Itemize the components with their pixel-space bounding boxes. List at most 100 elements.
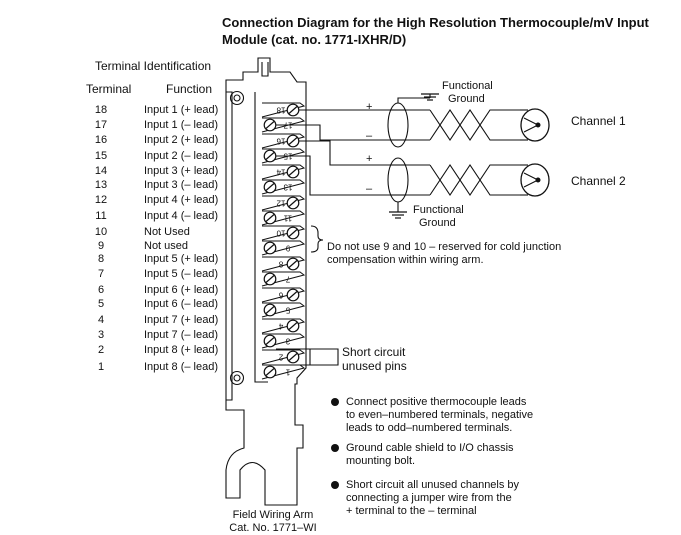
terminal-slot: [261, 333, 306, 349]
arm-terminal-number: 3: [285, 337, 290, 346]
terminal-slot: [261, 349, 306, 365]
terminal-column-header: Terminal: [86, 82, 132, 96]
terminal-screw-icon: [263, 272, 277, 286]
note-1-line3: leads to odd–numbered terminals.: [346, 422, 513, 434]
terminal-slot: [261, 164, 306, 180]
mounting-screw-bottom: [229, 370, 245, 386]
arm-terminal-number: 10: [276, 229, 285, 238]
arm-terminal-number: 18: [276, 106, 285, 115]
terminal-number: 16: [94, 134, 108, 146]
reserved-brace: [310, 225, 324, 253]
arm-terminal-number: 8: [278, 260, 283, 269]
terminal-slot: [261, 302, 306, 318]
note-2-line1: Ground cable shield to I/O chassis: [346, 442, 514, 454]
terminal-function: Input 8 (– lead): [144, 361, 218, 373]
bullet-icon: [331, 444, 339, 452]
cable-shield: [387, 157, 409, 203]
terminal-function: Input 5 (+ lead): [144, 253, 219, 265]
arm-terminal-number: 6: [278, 291, 283, 300]
caption-line1: Field Wiring Arm: [232, 509, 314, 521]
reserved-terminals-note: Do not use 9 and 10 – reserved for cold …: [327, 241, 561, 267]
functional-ground-bottom-line2: Ground: [419, 217, 456, 229]
terminal-slot: [261, 256, 306, 272]
note-3-line1: Short circuit all unused channels by: [346, 479, 520, 491]
terminal-slot: [261, 179, 306, 195]
channel-2-minus-sign: –: [366, 183, 373, 195]
arm-terminal-number: 2: [278, 353, 283, 362]
functional-ground-top-line1: Functional: [442, 80, 493, 92]
wiring-arm-top-tab: [261, 62, 269, 77]
channel-2-plus-sign: +: [366, 153, 373, 165]
wiring-arm-inner-panel: [254, 92, 268, 383]
terminal-slot: [261, 117, 306, 133]
twisted-pair-wire: [429, 109, 520, 141]
function-column-header: Function: [166, 82, 213, 96]
terminal-function: Input 6 (+ lead): [144, 284, 219, 296]
functional-ground-bottom-line1: Functional: [413, 204, 464, 216]
terminal-screw-icon: [263, 211, 277, 225]
terminal-function: Not Used: [144, 226, 190, 238]
terminal-function: Input 7 (– lead): [144, 329, 218, 341]
terminal-function: Input 3 (– lead): [144, 179, 218, 191]
terminal-screw-icon: [286, 196, 300, 210]
arm-terminal-number: 9: [285, 244, 290, 253]
arm-terminal-number: 1: [285, 368, 290, 377]
short-circuit-line2: unused pins: [342, 359, 407, 373]
arm-terminal-number: 14: [276, 168, 285, 177]
ground-icon: [389, 211, 407, 219]
note-2-line2: mounting bolt.: [346, 455, 416, 467]
terminal-slot: [261, 271, 306, 287]
wiring-arm-caption: Field Wiring Arm Cat. No. 1771–WI: [218, 509, 328, 535]
terminal-screw-icon: [263, 334, 277, 348]
terminal-slot: [261, 102, 306, 118]
terminal-number: 5: [97, 298, 105, 310]
terminal-number: 3: [97, 329, 105, 341]
terminal-slot: [261, 210, 306, 226]
terminal-screw-icon: [286, 165, 300, 179]
wiring-arm-body: [225, 57, 307, 506]
terminal-number: 6: [97, 284, 105, 296]
terminal-screw-icon: [286, 257, 300, 271]
terminal-function: Input 1 (+ lead): [144, 104, 219, 116]
channel-1-minus-sign: –: [366, 130, 373, 142]
arm-terminal-number: 7: [285, 275, 290, 284]
terminal-slot: [261, 195, 306, 211]
terminal-screw-icon: [286, 134, 300, 148]
twisted-pair-wire: [429, 109, 520, 141]
cable-shield: [387, 102, 409, 148]
terminal-number: 2: [97, 344, 105, 356]
terminal-function: Input 6 (– lead): [144, 298, 218, 310]
terminal-screw-icon: [286, 319, 300, 333]
terminal-slot: [261, 225, 306, 241]
channel-2-negative-lead: [276, 155, 430, 196]
terminal-slot: [261, 318, 306, 334]
terminal-slot: [261, 133, 306, 149]
terminal-function: Input 7 (+ lead): [144, 314, 219, 326]
terminal-number: 8: [97, 253, 105, 265]
short-circuit-line1: Short circuit: [342, 345, 406, 359]
functional-ground-top-line2: Ground: [448, 93, 485, 105]
terminal-function: Input 2 (– lead): [144, 150, 218, 162]
short-circuit-bracket: [310, 348, 339, 366]
terminal-number: 13: [94, 179, 108, 191]
bullet-icon: [331, 481, 339, 489]
terminal-number: 14: [94, 165, 108, 177]
channel-wires: [276, 93, 550, 366]
reserved-note-line1: Do not use 9 and 10 – reserved for cold …: [327, 241, 562, 253]
terminal-screw-icon: [263, 303, 277, 317]
terminal-slot: [261, 148, 306, 164]
terminal-screw-icon: [263, 180, 277, 194]
short-circuit-label: Short circuit unused pins: [342, 345, 407, 373]
thermocouple-probe-icon: [520, 163, 550, 197]
functional-ground-label-top: Functional Ground: [442, 80, 493, 106]
thermocouple-probe-icon: [520, 108, 550, 142]
note-1-line1: Connect positive thermocouple leads: [346, 396, 527, 408]
ground-icon: [421, 93, 439, 101]
note-3: Short circuit all unused channels by con…: [331, 479, 556, 518]
terminal-number: 10: [94, 226, 108, 238]
note-3-line3: + terminal to the – terminal: [346, 505, 477, 517]
twisted-pair-wire: [429, 164, 520, 196]
terminal-function: Input 3 (+ lead): [144, 165, 219, 177]
channel-1-label: Channel 1: [571, 114, 626, 128]
